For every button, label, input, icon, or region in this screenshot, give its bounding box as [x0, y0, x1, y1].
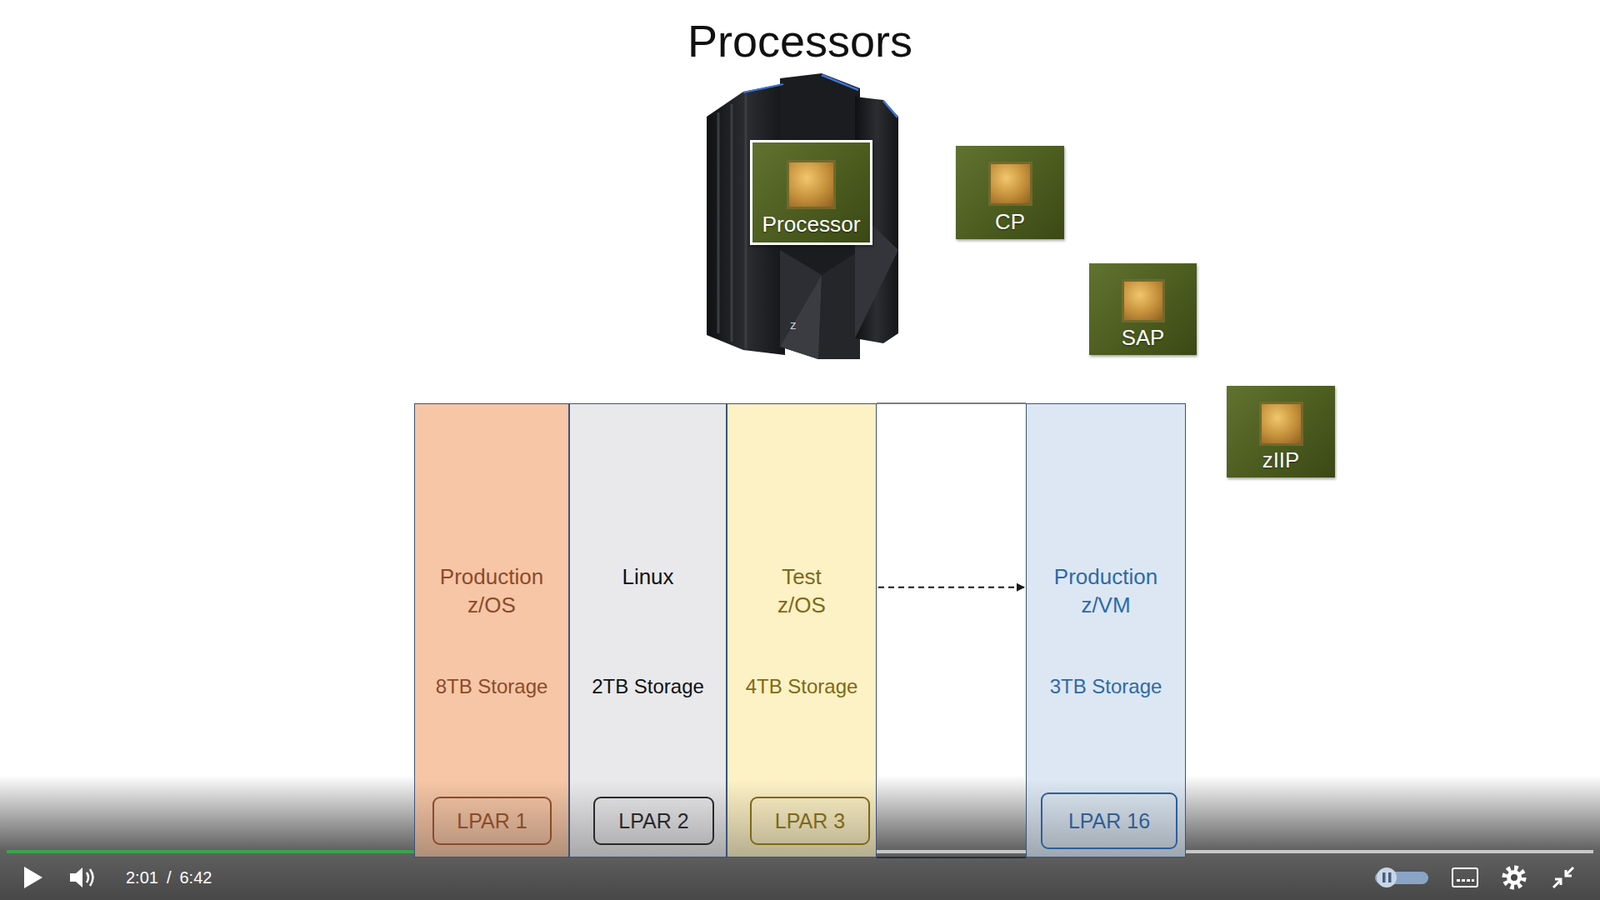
gear-teeth — [1505, 868, 1524, 887]
lpar-label: LPAR 1 — [456, 809, 527, 834]
lpar-heading: Production z/VM — [1054, 562, 1158, 620]
lpar-label-box: LPAR 16 — [1040, 792, 1178, 850]
captions-frame — [1452, 868, 1478, 887]
slide-title: Processors — [0, 15, 1600, 67]
lpar-heading: Test z/OS — [777, 562, 826, 620]
time-display: 2:01 / 6:42 — [125, 866, 212, 889]
mainframe-illustration — [706, 73, 899, 360]
lpar-label-box: LPAR 3 — [750, 796, 870, 845]
exit-fullscreen-icon — [1553, 867, 1574, 888]
gear-hole — [1510, 874, 1518, 881]
storage-size: 3TB Storage — [1026, 675, 1185, 699]
lpar-column: Production z/VM 3TB StorageLPAR 16 — [1025, 403, 1186, 858]
chip-die — [786, 160, 836, 210]
lpar-label: LPAR 2 — [618, 809, 689, 834]
play-icon — [24, 866, 43, 889]
captions-dot — [1456, 879, 1460, 882]
empty-column-top — [876, 402, 1026, 405]
storage-size: 4TB Storage — [727, 675, 876, 699]
captions-dot — [1471, 879, 1475, 882]
chip-label: CP — [955, 210, 1065, 235]
lpar-column: Production z/OS 8TB StorageLPAR 1 — [414, 403, 570, 858]
arrow-head — [1565, 870, 1572, 876]
dashed-arrow — [878, 586, 1025, 589]
processor-chip: SAP — [1089, 263, 1197, 355]
chip-label: SAP — [1089, 325, 1197, 350]
chip-die — [1259, 401, 1304, 446]
sound-wave — [90, 869, 94, 886]
chip-die — [988, 161, 1033, 206]
lpar-column: Test z/OS 4TB StorageLPAR 3 — [726, 403, 877, 858]
arrow-head — [1555, 879, 1561, 885]
processor-chip: zIIP — [1226, 385, 1335, 478]
volume-icon — [70, 867, 94, 888]
processor-chip: CP — [955, 145, 1065, 240]
cabinet-facet — [818, 250, 860, 360]
lpar-label: LPAR 3 — [775, 809, 845, 834]
chip-die — [1121, 279, 1165, 323]
cabinet-stripe — [730, 104, 734, 342]
lpar-label-box: LPAR 1 — [432, 796, 552, 845]
storage-size: 8TB Storage — [415, 675, 569, 699]
lpar-column: Linux 2TB StorageLPAR 2 — [569, 403, 727, 858]
cabinet-stripe — [717, 112, 720, 334]
captions-dot — [1461, 879, 1465, 882]
processor-chip: Processor — [750, 140, 873, 245]
chip-label: Processor — [752, 211, 870, 238]
logo-letter: z — [790, 317, 797, 332]
arrow-line — [1553, 880, 1561, 888]
lpar-label-box: LPAR 2 — [593, 796, 715, 845]
speaker — [70, 867, 83, 888]
chip-label: zIIP — [1226, 448, 1335, 473]
time-text: 2:01 — [125, 866, 159, 889]
gear-body — [1506, 870, 1522, 885]
sound-wave — [86, 872, 89, 883]
toggle-track — [1375, 871, 1429, 885]
captions-icon — [1452, 868, 1478, 887]
accent-line — [821, 75, 859, 90]
lpar-heading: Production z/OS — [440, 562, 544, 620]
lpar-heading: Linux — [621, 562, 674, 591]
time-text: / — [166, 866, 172, 889]
time-text: 6:42 — [180, 866, 213, 889]
pause-bar — [1382, 872, 1386, 883]
lpar-label: LPAR 16 — [1068, 809, 1150, 834]
settings-gear — [1505, 868, 1524, 887]
cabinet-stripe — [745, 93, 748, 349]
pause-bar — [1388, 872, 1392, 883]
storage-size: 2TB Storage — [570, 675, 726, 699]
captions-dot — [1466, 879, 1470, 882]
accent-line — [883, 100, 898, 118]
arrow-line — [1565, 867, 1574, 875]
toggle-knob — [1376, 867, 1397, 888]
accent-line — [743, 84, 784, 93]
cabinet-facet — [780, 275, 822, 360]
speed-toggle — [1375, 867, 1429, 888]
